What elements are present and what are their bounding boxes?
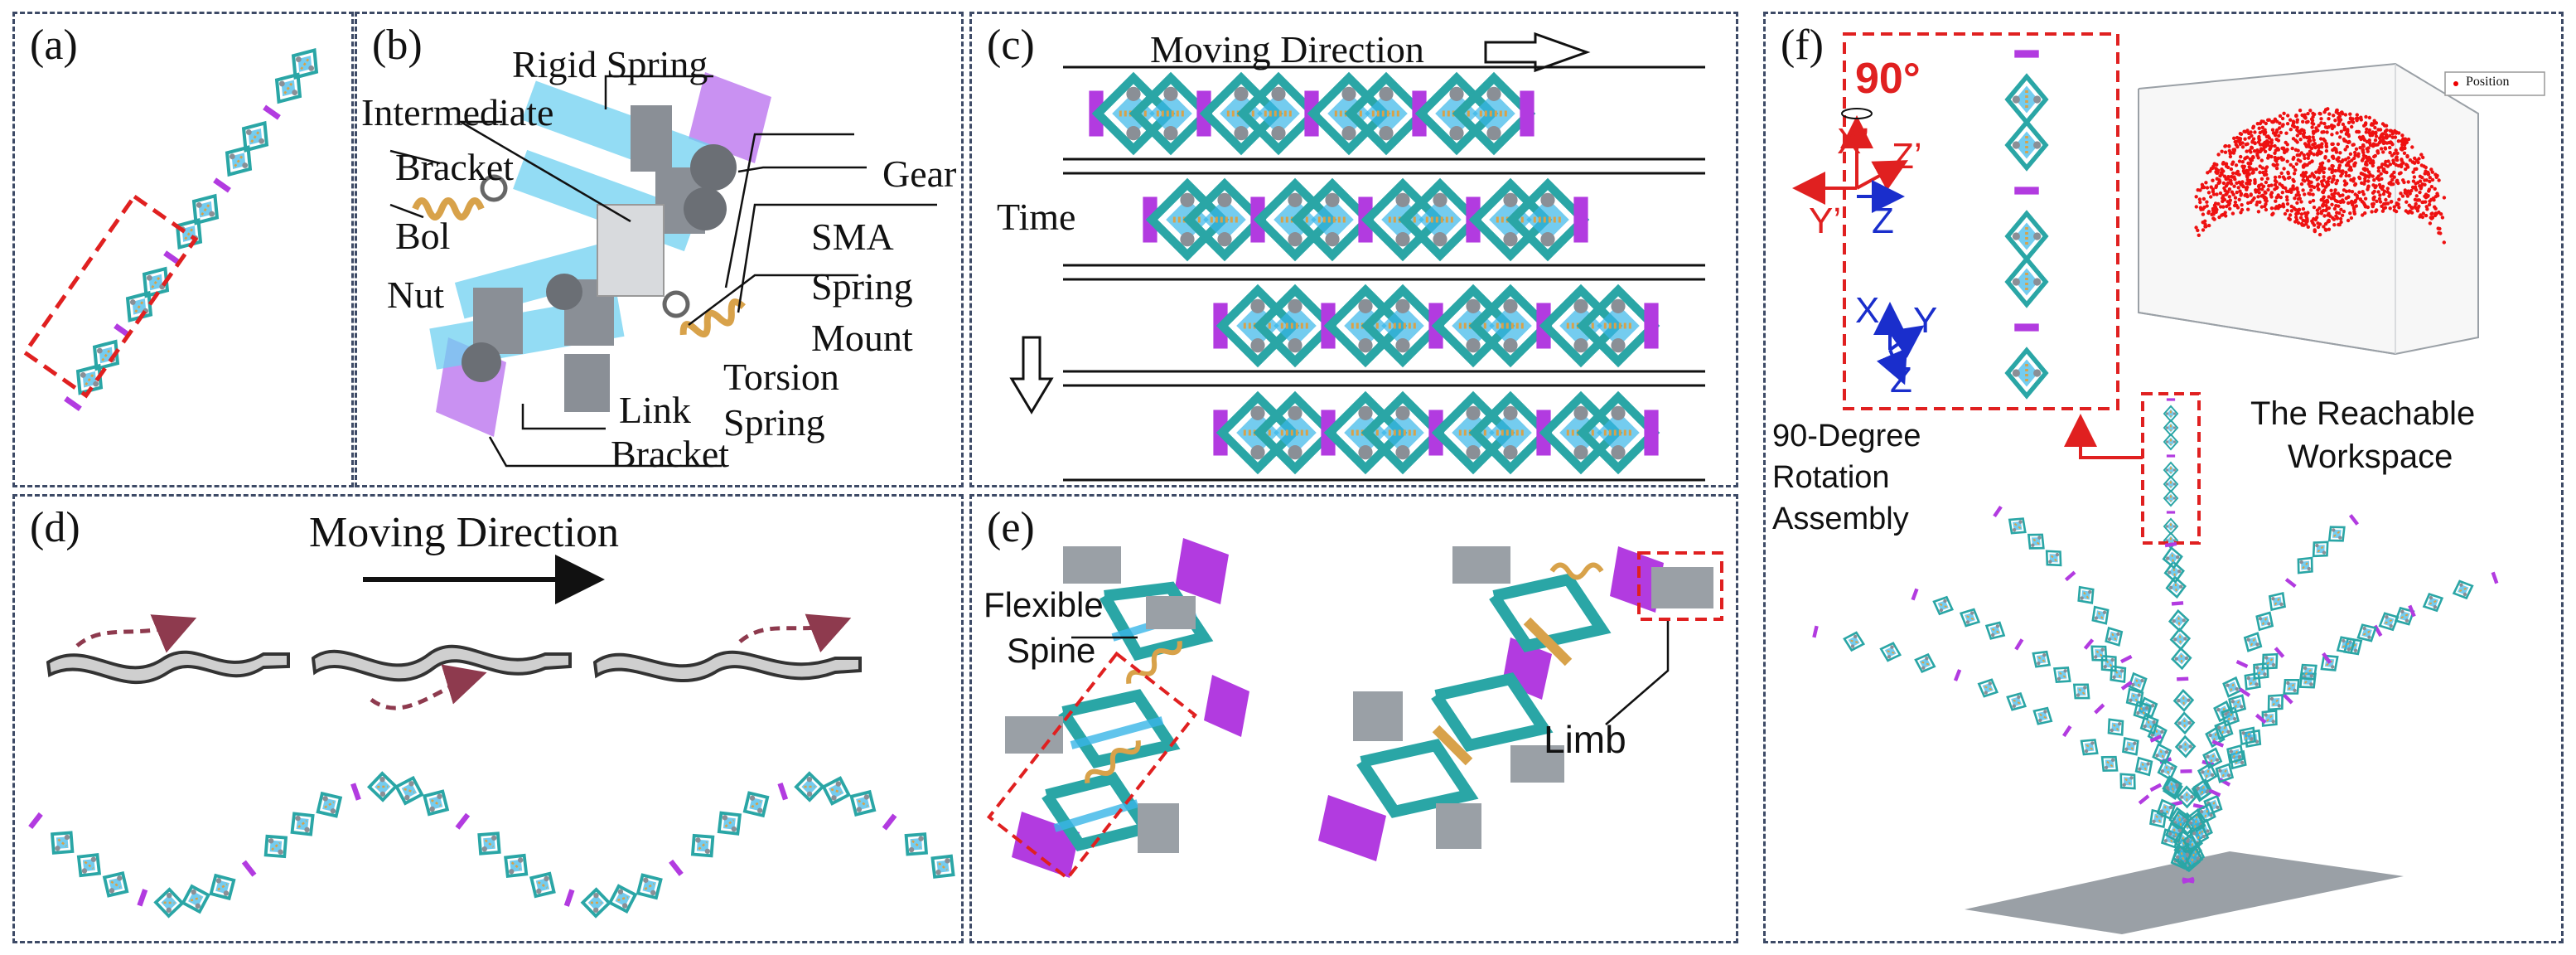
panel-b-label: (b)	[372, 22, 423, 69]
panel-c: (c) Moving Direction Time	[969, 12, 1738, 487]
horizontal-chain-4	[1213, 390, 1660, 475]
panel-e-label: (e)	[987, 504, 1035, 551]
label-link: Link	[619, 389, 691, 431]
label-bracket-bottom: Bracket	[611, 433, 730, 475]
diagonal-chain	[64, 48, 319, 412]
moving-direction-label-c: Moving Direction	[1150, 28, 1424, 70]
label-torsion-spring: Spring	[723, 401, 825, 444]
axis-z-prime: Z’	[1892, 136, 1922, 177]
highlight-box	[22, 193, 199, 399]
spine-label: Spine	[1007, 631, 1096, 670]
horizontal-chain-2	[1143, 177, 1590, 262]
limb-label: Limb	[1544, 718, 1626, 761]
angle-label: 90°	[1855, 55, 1921, 103]
workspace-scatter-plot	[2138, 62, 2545, 356]
axis-y: Y	[1913, 300, 1938, 341]
label-mount: Mount	[811, 317, 913, 359]
vertical-chain-inset	[2004, 50, 2049, 400]
label-spring: Spring	[811, 265, 913, 308]
panel-e: (e)	[969, 494, 1738, 943]
panel-a-label: (a)	[30, 22, 78, 69]
workspace-figure	[1792, 32, 2545, 934]
label-gear: Gear	[882, 153, 957, 195]
robot-chain-diagonal	[22, 48, 319, 412]
scatter-legend-label: Position	[2466, 75, 2510, 89]
label-bolt: Bol	[395, 215, 451, 257]
moving-direction-arrow-c	[1009, 32, 1705, 482]
vertical-chain-small	[2163, 398, 2179, 550]
flexible-label: Flexible	[984, 585, 1104, 624]
workspace-label-1: The Reachable	[2250, 395, 2476, 432]
axis-x: X	[1855, 290, 1880, 331]
time-label: Time	[997, 196, 1076, 238]
axis-z2: Z	[1890, 360, 1912, 400]
workspace-label-2: Workspace	[2288, 439, 2453, 475]
label-rigid-spring: Rigid Spring	[512, 43, 708, 85]
rotation-inset-box	[1843, 32, 2119, 410]
axis-y-prime: Y’	[1809, 201, 1842, 241]
label-nut: Nut	[387, 274, 444, 316]
horizontal-chain-1	[1089, 71, 1536, 156]
wave-chain	[28, 771, 955, 919]
label-intermediate: Intermediate	[361, 91, 554, 133]
rotation-label-2: Rotation	[1772, 460, 1890, 495]
limb-highlight	[1637, 551, 1723, 621]
axis-x-prime: X’	[1837, 121, 1870, 162]
label-bracket-top: Bracket	[395, 146, 515, 188]
exploded-assembly	[389, 72, 937, 468]
moving-direction-label-d: Moving Direction	[309, 509, 620, 556]
horizontal-chain-3	[1213, 284, 1660, 368]
label-sma: SMA	[811, 216, 894, 258]
panel-c-label: (c)	[987, 22, 1035, 69]
panel-f: (f) 90° X	[1763, 12, 2564, 943]
rotation-label-3: Assembly	[1772, 502, 1909, 536]
panel-d-label: (d)	[30, 504, 80, 551]
axis-z: Z	[1872, 201, 1894, 241]
panel-a: (a)	[12, 12, 354, 487]
tree-chain-9	[1911, 588, 2195, 884]
snake-illustration	[28, 555, 955, 919]
rotation-source-box	[2141, 392, 2201, 545]
panel-d: (d) Moving Direction	[12, 494, 964, 943]
flexible-spine-highlight	[986, 651, 1198, 881]
rotation-label-1: 90-Degree	[1772, 419, 1921, 453]
panel-b: (b)	[355, 12, 964, 487]
quadruped-assembly	[986, 538, 1723, 881]
label-torsion: Torsion	[723, 356, 839, 398]
panel-f-label: (f)	[1781, 22, 1824, 69]
tree-chain-7	[2179, 647, 2285, 883]
